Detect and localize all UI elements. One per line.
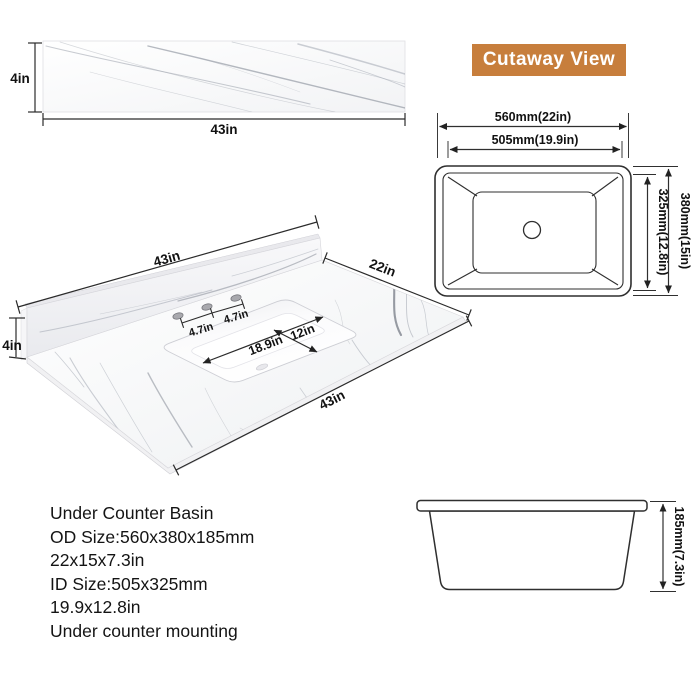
faucet-hole-left [172,312,184,320]
basin-side-view: 185mm(7.3in) [416,499,686,593]
marble-veins [45,41,405,112]
description-line-id-mm: ID Size:505x325mm [50,573,208,594]
faucet-holes [172,294,242,320]
front-width-dimension [172,315,473,476]
basin-height-dimension [650,500,676,593]
strip-height-dimension [28,42,42,113]
description-line-id-in: 19.9x12.8in [50,597,141,618]
backsplash-strip [42,40,406,113]
basin-description: Under Counter Basin OD Size:560x380x185m… [50,502,254,644]
inner-height-dimension [633,173,656,292]
cutout-depth-dimension-line [273,329,318,353]
description-line-mounting: Under counter mounting [50,620,238,641]
basin-rim [416,499,648,512]
description-line-od-mm: OD Size:560x380x185mm [50,526,255,547]
outer-height-dimension [633,165,678,297]
strip-width-label: 43in [210,122,237,137]
faucet-hole-center [201,303,213,311]
cutout-length-dimension-line [202,316,324,364]
faucet-spacing-dimension [179,299,246,328]
cutaway-view-badge: Cutaway View [472,44,626,76]
splash-height-label: 4in [2,338,22,353]
basin-body [428,510,636,591]
faucet-hole-right [230,294,242,302]
countertop-perspective-view: 43in 4in 22in 43in [2,215,473,476]
overflow-hole [255,363,269,371]
basin-floor [472,191,597,274]
strip-height-label: 4in [10,71,30,86]
back-width-label: 43in [152,248,182,270]
extension-lines [437,113,629,158]
outer-width-label: 560mm(22in) [495,110,571,124]
description-line-title: Under Counter Basin [50,503,214,523]
backsplash-strip-view: 4in 43in [10,40,406,137]
drain-hole [522,220,542,240]
basin-top-view: 560mm(22in) 505mm(19.9in) 325mm(12.8in) [434,110,692,297]
back-width-dimension [15,215,320,314]
strip-width-dimension [42,113,406,126]
basin-wall-edges [447,176,619,286]
inner-width-label: 505mm(19.9in) [492,133,579,147]
splash-height-dimension [8,317,27,360]
outer-height-label: 380mm(15in) [678,193,692,269]
basin-inner-rim [442,172,624,290]
basin-height-label: 185mm(7.3in) [672,507,686,587]
description-line-od-in: 22x15x7.3in [50,550,145,571]
backsplash-side-edge [20,307,28,361]
backsplash-front-face [26,237,323,358]
cutaway-view-badge-label: Cutaway View [482,49,616,70]
